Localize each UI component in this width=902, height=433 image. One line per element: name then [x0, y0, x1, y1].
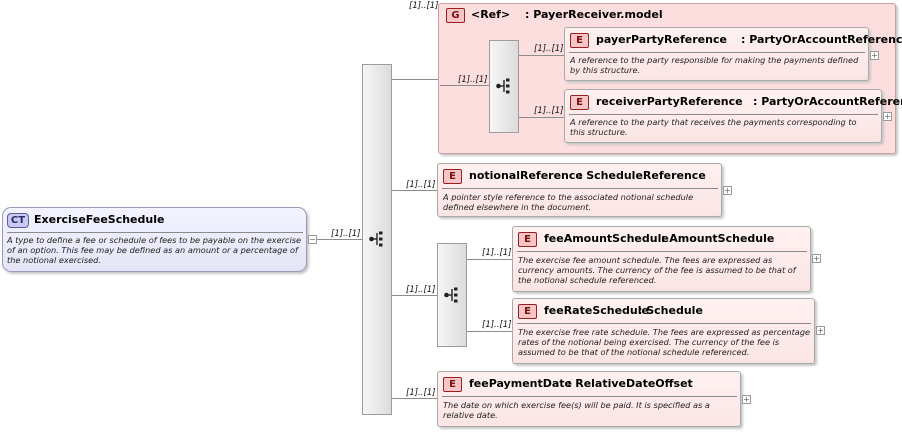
fee-rate-cardinality: [1]..[1]	[482, 320, 512, 330]
element-badge: E	[570, 33, 589, 48]
element-description: The exercise free rate schedule. The fee…	[518, 327, 811, 357]
element-name: receiverPartyReference	[596, 95, 743, 108]
group-cardinality: [1]..[1]	[409, 1, 439, 11]
plus-icon[interactable]: +	[723, 186, 732, 195]
element-type: : PartyOrAccountReference	[753, 95, 902, 108]
element-badge: E	[570, 95, 589, 110]
receiver-cardinality: [1]..[1]	[534, 106, 564, 116]
group-badge: G	[446, 8, 465, 23]
complex-type-badge: CT	[7, 213, 29, 228]
element-type: : AmountSchedule	[661, 232, 775, 245]
payment-cardinality: [1]..[1]	[406, 388, 436, 398]
element-separator	[517, 251, 807, 252]
minus-icon[interactable]: −	[308, 235, 317, 244]
connector-to-fee-rate	[467, 331, 512, 332]
sequence-icon	[496, 78, 510, 94]
notional-cardinality: [1]..[1]	[406, 180, 436, 190]
element-name: feeRateSchedule	[544, 304, 649, 317]
element-badge: E	[443, 377, 462, 392]
element-fee-rate-schedule[interactable]: E feeRateSchedule : Schedule The exercis…	[512, 298, 815, 364]
plus-icon[interactable]: +	[883, 112, 892, 121]
root-type-name: ExerciseFeeSchedule	[34, 213, 165, 226]
root-separator	[7, 232, 303, 233]
element-description: A reference to the party responsible for…	[570, 55, 859, 75]
sequence-icon	[444, 287, 458, 303]
group-ref-label: <Ref>	[471, 8, 511, 21]
plus-icon[interactable]: +	[870, 51, 879, 60]
element-description: The date on which exercise fee(s) will b…	[443, 400, 710, 420]
element-description: The exercise fee amount schedule. The fe…	[518, 255, 796, 285]
element-name: feePaymentDate	[469, 377, 573, 390]
connector-to-payer	[519, 55, 564, 56]
element-separator	[569, 52, 865, 53]
element-notional-reference[interactable]: E notionalReference : ScheduleReference …	[437, 163, 722, 217]
plus-icon[interactable]: +	[816, 326, 825, 335]
element-badge: E	[518, 304, 537, 319]
element-name: payerPartyReference	[596, 33, 727, 46]
fee-amount-cardinality: [1]..[1]	[482, 248, 512, 258]
element-separator	[442, 188, 718, 189]
root-description: A type to define a fee or schedule of fe…	[7, 235, 302, 265]
connector-to-notional	[392, 190, 437, 191]
plus-icon[interactable]: +	[742, 395, 751, 404]
element-type: : PartyOrAccountReference	[741, 33, 902, 46]
element-badge: E	[443, 169, 462, 184]
group-inner-cardinality: [1]..[1]	[458, 75, 488, 85]
group-name: : PayerReceiver.model	[525, 8, 663, 21]
element-description: A reference to the party that receives t…	[570, 117, 857, 137]
element-badge: E	[518, 232, 537, 247]
connector-root-to-seq	[317, 239, 362, 240]
root-cardinality: [1]..[1]	[331, 229, 361, 239]
element-name: notionalReference	[469, 169, 583, 182]
choice-cardinality: [1]..[1]	[406, 285, 436, 295]
connector-to-receiver	[519, 117, 564, 118]
element-type: : Schedule	[638, 304, 703, 317]
element-payer-party-reference[interactable]: E payerPartyReference : PartyOrAccountRe…	[564, 27, 902, 81]
connector-to-fee-amount	[467, 259, 512, 260]
payer-cardinality: [1]..[1]	[534, 44, 564, 54]
element-separator	[569, 114, 878, 115]
element-name: feeAmountSchedule	[544, 232, 669, 245]
element-type: : RelativeDateOffset	[567, 377, 693, 390]
connector-group-to-inner-seq	[440, 85, 489, 86]
element-description: A pointer style reference to the associa…	[443, 192, 694, 212]
element-fee-payment-date[interactable]: E feePaymentDate : RelativeDateOffset Th…	[437, 371, 741, 427]
element-fee-amount-schedule[interactable]: E feeAmountSchedule : AmountSchedule The…	[512, 226, 811, 292]
plus-icon[interactable]: +	[812, 254, 821, 263]
connector-to-payment	[392, 398, 437, 399]
root-complex-type-box[interactable]: CT ExerciseFeeSchedule A type to define …	[2, 207, 307, 272]
sequence-icon	[369, 231, 383, 247]
element-separator	[442, 396, 737, 397]
connector-to-group	[392, 79, 438, 80]
element-receiver-party-reference[interactable]: E receiverPartyReference : PartyOrAccoun…	[564, 89, 902, 143]
element-type: : ScheduleReference	[578, 169, 706, 182]
element-separator	[517, 323, 811, 324]
connector-to-choice	[392, 295, 437, 296]
